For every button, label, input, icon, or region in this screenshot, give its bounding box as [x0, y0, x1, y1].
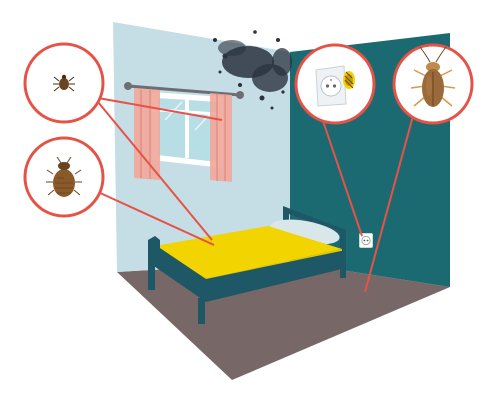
callout-cockroach — [392, 43, 474, 125]
bedbug-icon — [46, 156, 82, 197]
cockroach-icon — [410, 46, 456, 107]
callout-lines — [97, 97, 414, 293]
callout-line-bedbug — [97, 191, 215, 246]
mold-patch — [213, 30, 292, 110]
wall-outlet — [358, 232, 374, 249]
curtain-right — [210, 93, 232, 182]
bed-headboard — [283, 206, 346, 278]
callout-line-tick-a — [97, 97, 223, 121]
bed — [148, 206, 346, 324]
callout-line-outlet — [321, 117, 363, 237]
curtain-rod — [124, 82, 244, 99]
callout-line-tick-b — [97, 101, 213, 241]
curtains — [134, 88, 232, 182]
bed-frame-side — [206, 250, 346, 302]
tick-icon — [53, 74, 75, 92]
curtain-left — [134, 88, 160, 180]
callout-tick — [23, 42, 105, 124]
callout-line-cockroach — [364, 115, 414, 293]
callout-bedbug — [23, 136, 105, 218]
callout-outlet — [294, 43, 376, 125]
outlet-icon — [315, 65, 355, 107]
bed-frame-front — [148, 240, 206, 302]
